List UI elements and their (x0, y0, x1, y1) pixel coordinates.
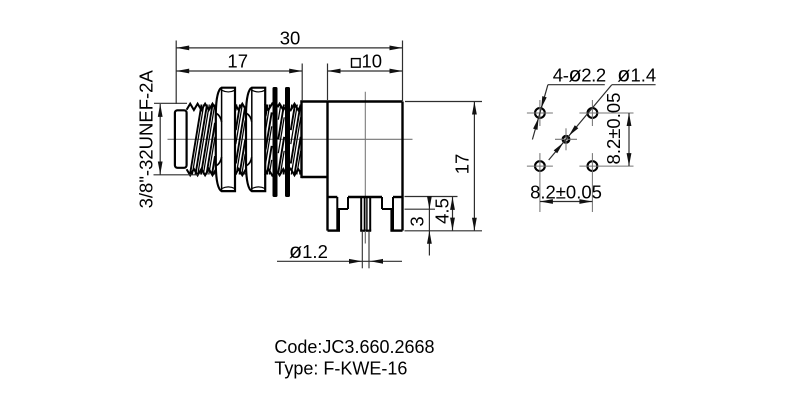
svg-text:17: 17 (227, 51, 248, 72)
svg-text:Type: F-KWE-16: Type: F-KWE-16 (274, 358, 407, 378)
svg-text:17: 17 (452, 154, 473, 175)
svg-text:10: 10 (362, 51, 383, 72)
svg-text:Code:JC3.660.2668: Code:JC3.660.2668 (274, 337, 434, 357)
svg-text:ø1.2: ø1.2 (289, 239, 328, 263)
svg-text:3: 3 (407, 216, 428, 226)
svg-text:ø1.4: ø1.4 (617, 63, 656, 87)
svg-text:8.2±0.05: 8.2±0.05 (603, 93, 624, 165)
svg-text:30: 30 (280, 28, 301, 49)
svg-text:3/8"-32UNEF-2A: 3/8"-32UNEF-2A (136, 70, 157, 209)
svg-text:4.5: 4.5 (432, 198, 453, 224)
svg-text:8.2±0.05: 8.2±0.05 (530, 181, 602, 202)
svg-text:4-ø2.2: 4-ø2.2 (553, 63, 606, 87)
